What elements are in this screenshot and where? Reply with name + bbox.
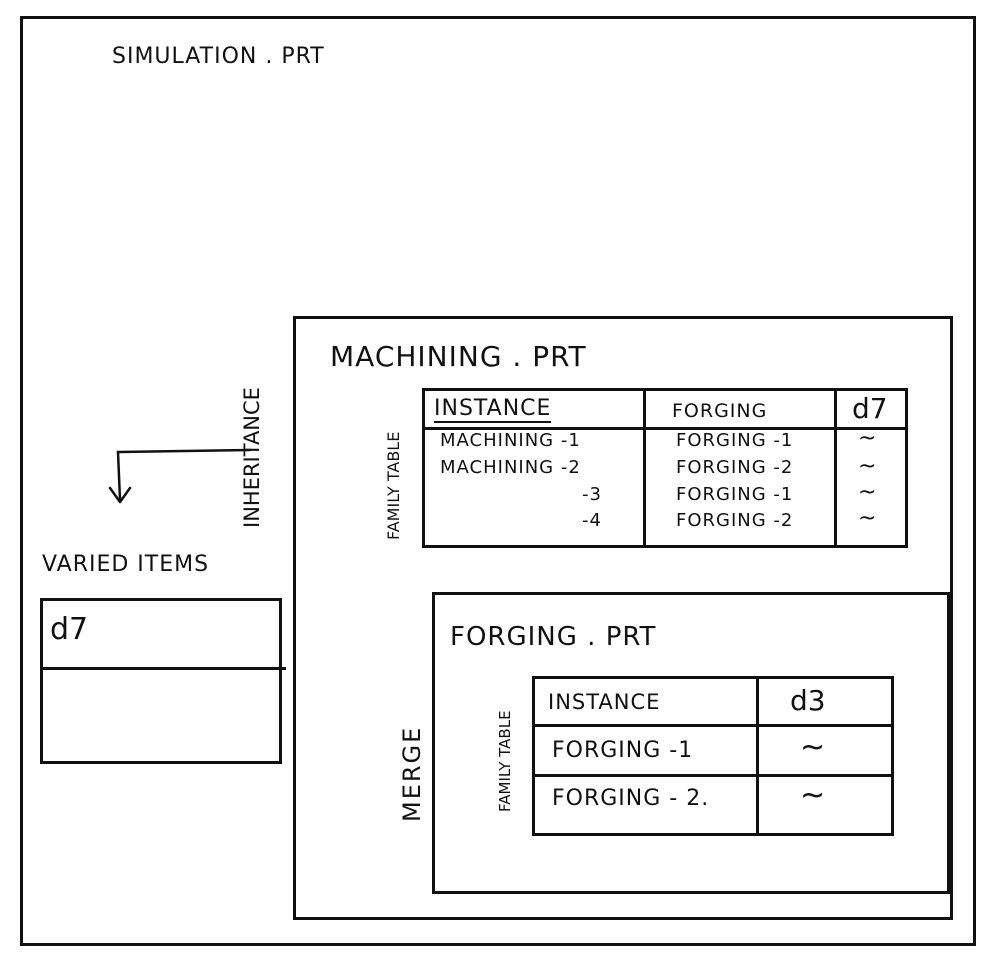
machining-row-3-forging: FORGING -1: [676, 484, 794, 505]
machining-header-forging: FORGING: [672, 400, 768, 422]
machining-row-2-instance: MACHINING -2: [440, 457, 581, 478]
machining-part-frame: [293, 316, 953, 920]
machining-row-3-instance: -3: [582, 484, 602, 505]
forging-table-header-divider: [532, 724, 894, 727]
varied-items-entry: d7: [50, 612, 89, 647]
machining-row-1-instance: MACHINING -1: [440, 430, 581, 451]
machining-table-col-divider-1: [643, 390, 646, 548]
machining-family-table-label: FAMILY TABLE: [384, 431, 403, 540]
merge-label: MERGE: [398, 725, 426, 822]
machining-row-3-d7: ~: [858, 480, 877, 505]
machining-row-4-forging: FORGING -2: [676, 510, 794, 531]
simulation-title: SIMULATION . PRT: [112, 44, 325, 69]
forging-title: FORGING . PRT: [450, 622, 657, 652]
forging-table-row-divider: [532, 774, 894, 777]
forging-row-2-d3: ~: [800, 778, 826, 813]
machining-row-4-instance: -4: [582, 510, 602, 531]
machining-family-table: [422, 388, 908, 548]
machining-row-1-d7: ~: [858, 426, 877, 451]
machining-title: MACHINING . PRT: [330, 340, 587, 373]
forging-header-instance: INSTANCE: [548, 690, 661, 714]
varied-items-box: [40, 598, 282, 764]
forging-row-1-d3: ~: [800, 730, 826, 765]
machining-table-col-divider-2: [834, 390, 837, 548]
machining-row-4-d7: ~: [858, 506, 877, 531]
forging-part-frame: [432, 592, 950, 894]
machining-table-header-divider: [422, 427, 908, 430]
varied-items-divider: [40, 667, 286, 670]
machining-row-1-forging: FORGING -1: [676, 430, 794, 451]
machining-header-instance: INSTANCE: [434, 396, 552, 423]
simulation-part-frame: [20, 16, 976, 946]
machining-row-2-d7: ~: [858, 454, 877, 479]
forging-family-table-label: FAMILY TABLE: [496, 710, 514, 812]
inheritance-label: INHERITANCE: [240, 387, 264, 528]
inheritance-arrow: [108, 448, 252, 504]
machining-header-d7: d7: [852, 392, 888, 425]
forging-row-1-instance: FORGING -1: [552, 738, 694, 763]
varied-items-title: VARIED ITEMS: [42, 552, 210, 577]
forging-table-col-divider: [756, 678, 759, 834]
forging-header-d3: d3: [790, 684, 826, 717]
forging-row-2-instance: FORGING - 2.: [552, 786, 710, 811]
forging-family-table: [532, 676, 894, 836]
machining-row-2-forging: FORGING -2: [676, 457, 794, 478]
